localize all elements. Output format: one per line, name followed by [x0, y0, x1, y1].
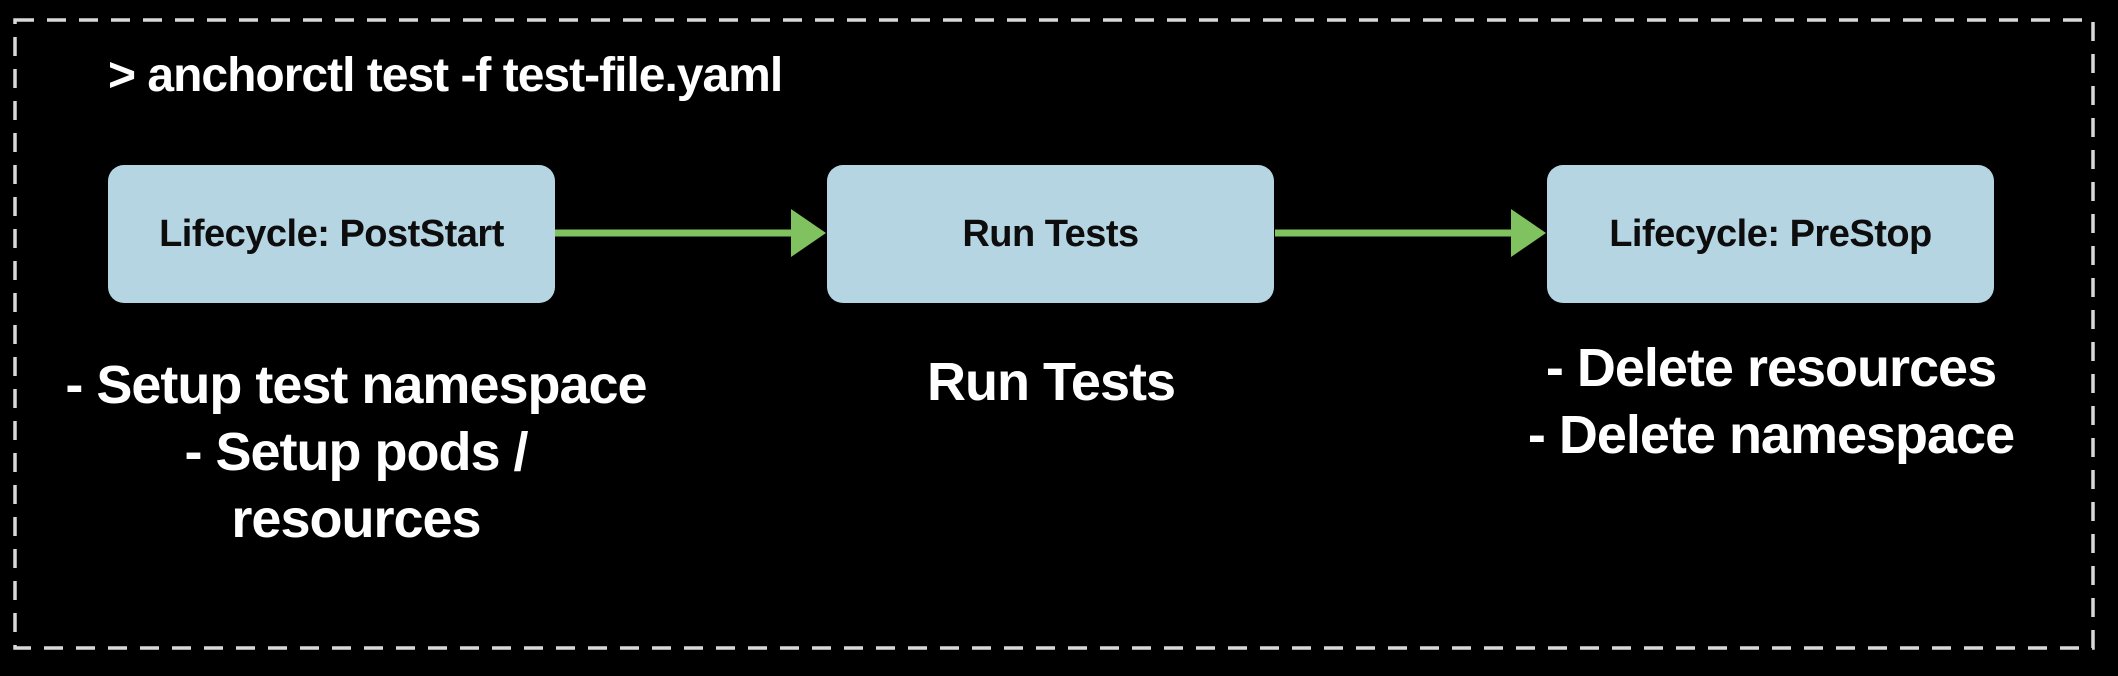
step-description-prestop: - Delete resources - Delete namespace: [1527, 338, 2015, 465]
flow-box-lifecycle-poststart: Lifecycle: PostStart: [108, 165, 555, 303]
flow-box-label: Lifecycle: PostStart: [159, 212, 504, 255]
terminal-command: > anchorctl test -f test-file.yaml: [108, 49, 783, 102]
dashed-border-rect: [13, 18, 2095, 650]
step-description-run-tests: Run Tests: [926, 352, 1176, 412]
flow-box-label: Lifecycle: PreStop: [1609, 212, 1932, 255]
flow-box-lifecycle-prestop: Lifecycle: PreStop: [1547, 165, 1994, 303]
flow-arrow-icon: [555, 209, 826, 257]
arrow-head: [1511, 209, 1546, 257]
flow-arrow-icon: [1275, 209, 1546, 257]
step-description-poststart: - Setup test namespace - Setup pods / re…: [65, 355, 647, 549]
flow-box-label: Run Tests: [962, 212, 1139, 255]
flow-box-run-tests: Run Tests: [827, 165, 1274, 303]
arrow-head: [791, 209, 826, 257]
